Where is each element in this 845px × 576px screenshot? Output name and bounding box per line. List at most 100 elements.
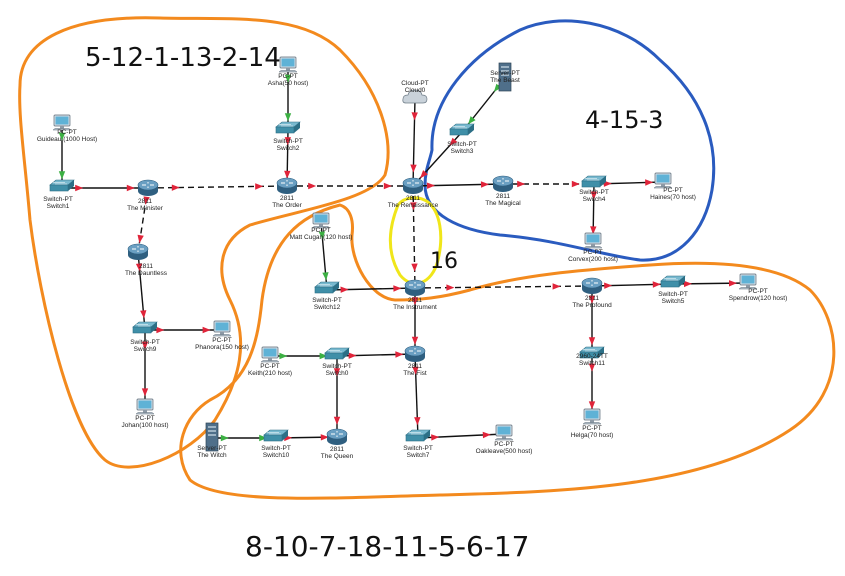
pc-icon xyxy=(494,424,514,441)
link-switch1-minister[interactable] xyxy=(62,184,148,192)
link-profound-switch11[interactable] xyxy=(588,286,596,355)
link-status-arrow xyxy=(604,282,613,289)
pc-icon xyxy=(582,408,602,425)
link-beast-switch3[interactable] xyxy=(461,77,506,133)
link-status-arrow xyxy=(411,112,418,121)
link-status-arrow xyxy=(333,368,341,377)
link-switch9-johan[interactable] xyxy=(141,330,149,408)
router-icon xyxy=(326,428,348,446)
link-minister-order[interactable] xyxy=(147,183,288,191)
link-status-arrow xyxy=(571,180,580,188)
link-switch2-order[interactable] xyxy=(284,129,292,187)
link-switch9-phanora[interactable] xyxy=(145,326,222,334)
link-status-arrow xyxy=(126,184,135,192)
link-switch0-queen[interactable] xyxy=(333,356,341,437)
link-switch3-renaissance[interactable] xyxy=(412,131,463,187)
link-status-arrow xyxy=(446,284,455,291)
link-switch4-corvex[interactable] xyxy=(590,183,598,243)
link-status-arrow xyxy=(420,170,428,179)
link-dauntless-switch9[interactable] xyxy=(135,251,147,331)
link-order-renaissance[interactable] xyxy=(287,182,413,190)
link-renaissance-magical[interactable] xyxy=(412,181,504,189)
device-model-label: 2960-24TT xyxy=(576,353,608,360)
switch-icon xyxy=(275,121,301,134)
device-model-label: PC-PT xyxy=(278,73,298,80)
link-instrument-profound[interactable] xyxy=(414,283,593,291)
link-status-arrow xyxy=(426,182,435,189)
link-status-arrow xyxy=(552,283,561,290)
pc-icon xyxy=(583,232,603,249)
link-status-arrow xyxy=(590,191,598,200)
device-model-label: 2811 xyxy=(139,263,153,270)
link-status-arrow xyxy=(140,310,147,319)
device-model-label: Cloud-PT xyxy=(401,80,428,87)
link-switch0-fist[interactable] xyxy=(336,351,416,359)
link-fist-switch7[interactable] xyxy=(412,353,421,439)
link-asha-switch2[interactable] xyxy=(284,66,292,130)
link-guideau-switch1[interactable] xyxy=(58,124,66,188)
link-status-arrow xyxy=(449,137,458,146)
link-switch11-helga[interactable] xyxy=(588,355,596,418)
device-name-label: The Order xyxy=(272,202,302,209)
link-profound-switch5[interactable] xyxy=(591,281,674,289)
device-model-label: 2811 xyxy=(138,198,152,205)
link-switch7-oakleave[interactable] xyxy=(417,431,505,441)
device-model-label: Server-PT xyxy=(197,445,227,452)
switch-icon xyxy=(581,175,607,188)
link-mattcugan-switch12[interactable] xyxy=(318,221,329,291)
link-status-arrow xyxy=(493,83,502,92)
link-status-arrow xyxy=(137,234,144,244)
device-name-label: Matt Cugan(120 host) xyxy=(290,234,353,241)
router-icon xyxy=(581,277,603,295)
link-switch12-instrument[interactable] xyxy=(326,285,416,293)
device-name-label: Keith(210 host) xyxy=(248,370,292,377)
link-renaissance-instrument[interactable] xyxy=(410,185,418,289)
link-switch5-spendrow[interactable] xyxy=(672,280,749,288)
link-status-arrow xyxy=(393,285,402,292)
link-cloud0-renaissance[interactable] xyxy=(410,98,418,187)
link-magical-switch4[interactable] xyxy=(503,180,594,188)
link-instrument-fist[interactable] xyxy=(411,288,419,354)
switch-icon xyxy=(660,275,686,288)
device-model-label: Switch-PT xyxy=(312,297,342,304)
device-name-label: The Beast xyxy=(490,77,520,84)
link-status-arrow xyxy=(284,170,291,179)
device-model-label: Switch-PT xyxy=(403,445,433,452)
link-minister-dauntless[interactable] xyxy=(137,187,150,253)
yellow-region-middle xyxy=(388,196,443,285)
